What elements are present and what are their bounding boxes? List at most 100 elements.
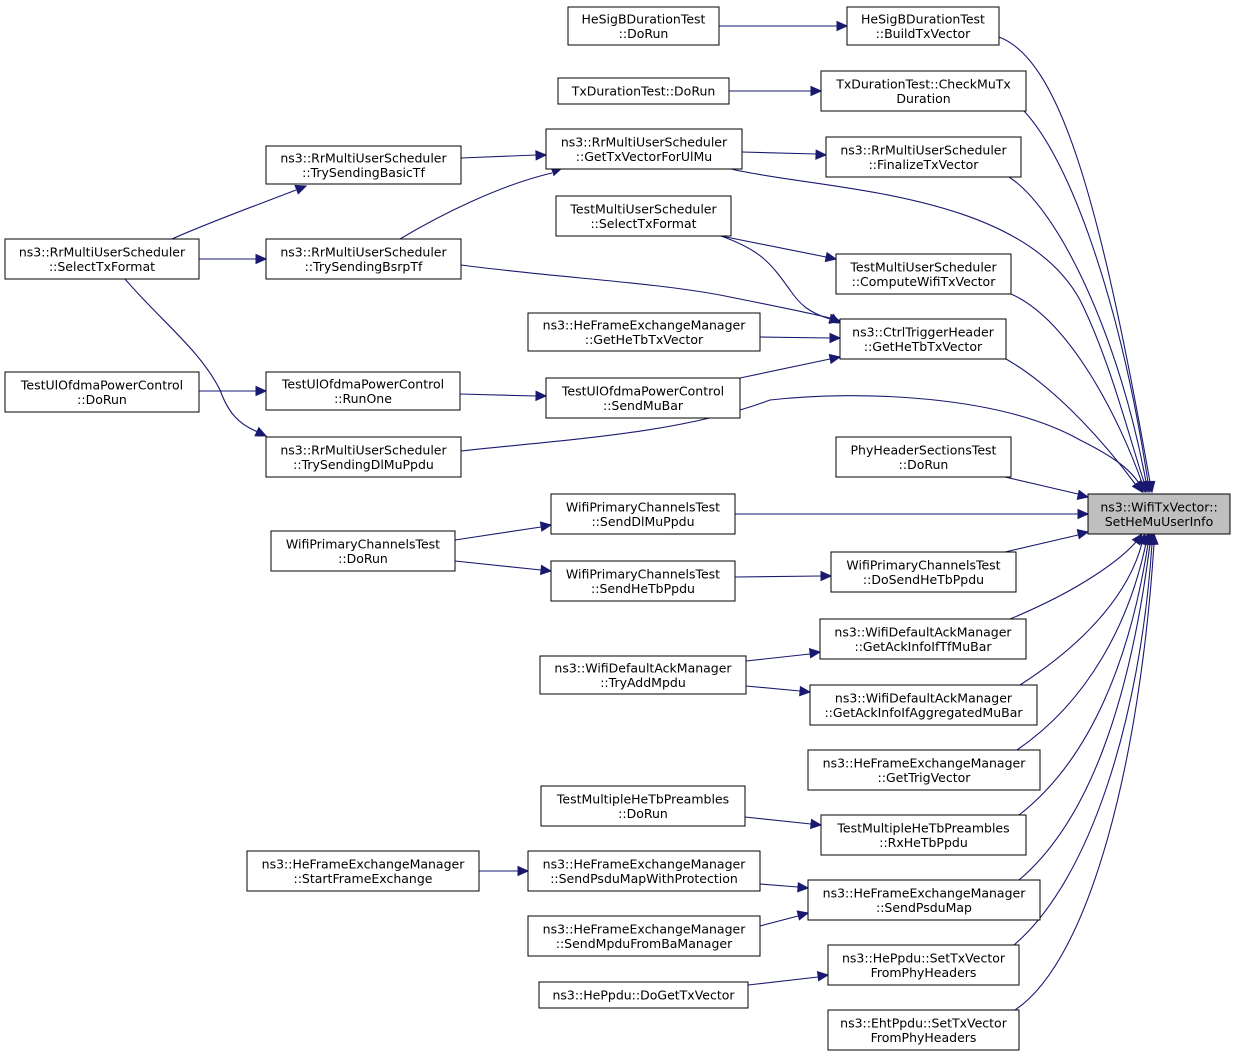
call-edge bbox=[171, 189, 297, 240]
node-label: ::SelectTxFormat bbox=[590, 216, 696, 231]
arrowhead-icon bbox=[829, 332, 842, 344]
node-box bbox=[265, 371, 461, 411]
caller-node[interactable]: ns3::RrMultiUserScheduler::TrySendingDlM… bbox=[265, 436, 462, 478]
arrowhead-icon bbox=[836, 20, 849, 32]
target-function-node[interactable]: ns3::WifiTxVector::SetHeMuUserInfo bbox=[1087, 493, 1231, 535]
caller-node[interactable]: TestMultiUserScheduler::ComputeWifiTxVec… bbox=[835, 253, 1012, 295]
node-box bbox=[538, 981, 749, 1009]
caller-node[interactable]: ns3::RrMultiUserScheduler::TrySendingBsr… bbox=[265, 238, 462, 280]
node-box bbox=[830, 551, 1017, 593]
node-box bbox=[835, 436, 1012, 478]
arrowhead-icon bbox=[810, 818, 823, 830]
node-label: ::DoRun bbox=[338, 551, 388, 566]
arrowhead-icon bbox=[255, 385, 268, 397]
caller-node[interactable]: ns3::RrMultiUserScheduler::SelectTxForma… bbox=[4, 238, 200, 280]
node-label: WifiPrimaryChannelsTest bbox=[286, 536, 440, 551]
caller-node[interactable]: TxDurationTest::DoRun bbox=[557, 77, 730, 105]
call-edge bbox=[1014, 543, 1155, 1011]
caller-node[interactable]: WifiPrimaryChannelsTest::DoSendHeTbPpdu bbox=[830, 551, 1017, 593]
call-edge bbox=[1009, 541, 1137, 620]
call-edge bbox=[759, 883, 799, 888]
call-edge bbox=[399, 172, 553, 240]
node-label: ns3::RrMultiUserScheduler bbox=[19, 244, 186, 259]
node-label: HeSigBDurationTest bbox=[582, 11, 706, 26]
node-label: ::DoRun bbox=[619, 26, 669, 41]
call-edge bbox=[454, 526, 542, 541]
call-edge bbox=[745, 685, 801, 692]
node-label: ::RxHeTbPpdu bbox=[879, 835, 968, 850]
call-edge bbox=[759, 915, 799, 927]
node-box bbox=[827, 944, 1020, 986]
arrowhead-icon bbox=[1076, 529, 1090, 540]
caller-node[interactable]: TestUlOfdmaPowerControl::DoRun bbox=[4, 371, 200, 413]
caller-node[interactable]: ns3::HeFrameExchangeManager::SendMpduFro… bbox=[527, 915, 761, 957]
caller-node[interactable]: HeSigBDurationTest::BuildTxVector bbox=[846, 6, 1000, 46]
caller-node[interactable]: ns3::HePpdu::DoGetTxVector bbox=[538, 981, 749, 1009]
node-box bbox=[846, 6, 1000, 46]
caller-node[interactable]: ns3::HeFrameExchangeManager::GetHeTbTxVe… bbox=[527, 312, 761, 352]
caller-node[interactable]: ns3::RrMultiUserScheduler::GetTxVectorFo… bbox=[545, 128, 743, 170]
caller-node[interactable]: ns3::WifiDefaultAckManager::GetAckInfoIf… bbox=[809, 684, 1038, 726]
caller-node[interactable]: ns3::RrMultiUserScheduler::FinalizeTxVec… bbox=[825, 136, 1022, 178]
node-box bbox=[807, 749, 1041, 791]
caller-node[interactable]: WifiPrimaryChannelsTest::SendHeTbPpdu bbox=[550, 560, 736, 602]
arrowhead-icon bbox=[1077, 508, 1090, 520]
caller-node[interactable]: HeSigBDurationTest::DoRun bbox=[567, 6, 720, 46]
node-label: ns3::WifiTxVector:: bbox=[1100, 499, 1217, 514]
arrowhead-icon bbox=[815, 149, 828, 160]
call-edge bbox=[1005, 358, 1137, 486]
node-label: ns3::WifiDefaultAckManager bbox=[834, 624, 1012, 639]
caller-node[interactable]: WifiPrimaryChannelsTest::SendDlMuPpdu bbox=[550, 493, 736, 535]
node-label: ns3::HePpdu::DoGetTxVector bbox=[552, 988, 735, 1003]
caller-node[interactable]: WifiPrimaryChannelsTest::DoRun bbox=[270, 530, 456, 572]
node-label: ::TryAddMpdu bbox=[600, 675, 686, 690]
caller-node[interactable]: TestMultiUserScheduler::SelectTxFormat bbox=[555, 195, 732, 237]
node-label: ns3::HeFrameExchangeManager bbox=[262, 856, 466, 871]
node-box bbox=[545, 377, 741, 419]
node-label: ::TrySendingDlMuPpdu bbox=[293, 457, 434, 472]
node-label: ::DoRun bbox=[618, 806, 668, 821]
caller-node[interactable]: TestMultipleHeTbPreambles::RxHeTbPpdu bbox=[820, 814, 1027, 856]
caller-node[interactable]: ns3::CtrlTriggerHeader::GetHeTbTxVector bbox=[839, 318, 1007, 360]
call-edge bbox=[998, 36, 1151, 483]
arrowhead-icon bbox=[1076, 489, 1090, 500]
node-label: WifiPrimaryChannelsTest bbox=[846, 557, 1000, 572]
node-label: ::DoRun bbox=[899, 457, 949, 472]
caller-node[interactable]: ns3::WifiDefaultAckManager::TryAddMpdu bbox=[539, 655, 747, 695]
node-label: TestUlOfdmaPowerControl bbox=[561, 383, 724, 398]
node-label: ns3::HeFrameExchangeManager bbox=[823, 755, 1027, 770]
caller-node[interactable]: ns3::HeFrameExchangeManager::StartFrameE… bbox=[246, 850, 480, 892]
call-edge bbox=[759, 336, 831, 339]
caller-node[interactable]: TestUlOfdmaPowerControl::SendMuBar bbox=[545, 377, 741, 419]
caller-node[interactable]: ns3::HeFrameExchangeManager::GetTrigVect… bbox=[807, 749, 1041, 791]
node-box bbox=[567, 6, 720, 46]
caller-node[interactable]: ns3::HeFrameExchangeManager::SendPsduMap… bbox=[527, 850, 761, 892]
node-box bbox=[557, 77, 730, 105]
node-box bbox=[527, 312, 761, 352]
node-box bbox=[265, 238, 462, 280]
node-box bbox=[835, 253, 1012, 295]
call-edge bbox=[730, 168, 1145, 483]
caller-node[interactable]: ns3::HeFrameExchangeManager::SendPsduMap bbox=[807, 879, 1041, 921]
node-label: ns3::CtrlTriggerHeader bbox=[852, 324, 995, 339]
node-box bbox=[4, 238, 200, 280]
node-box bbox=[555, 195, 732, 237]
caller-node[interactable]: PhyHeaderSectionsTest::DoRun bbox=[835, 436, 1012, 478]
caller-node[interactable]: ns3::RrMultiUserScheduler::TrySendingBas… bbox=[265, 145, 462, 185]
node-label: TxDurationTest::DoRun bbox=[571, 84, 716, 99]
node-box bbox=[527, 915, 761, 957]
node-box bbox=[807, 879, 1041, 921]
node-label: ::GetHeTbTxVector bbox=[864, 339, 983, 354]
call-edge bbox=[745, 653, 811, 662]
call-edge bbox=[744, 816, 812, 825]
nodes: HeSigBDurationTest::DoRunHeSigBDurationT… bbox=[4, 6, 1231, 1051]
caller-node[interactable]: ns3::WifiDefaultAckManager::GetAckInfoIf… bbox=[819, 618, 1027, 660]
node-label: TestMultipleHeTbPreambles bbox=[836, 820, 1009, 835]
caller-node[interactable]: TestUlOfdmaPowerControl::RunOne bbox=[265, 371, 461, 411]
node-label: ns3::HeFrameExchangeManager bbox=[823, 885, 1027, 900]
arrowhead-icon bbox=[1131, 480, 1143, 493]
caller-node[interactable]: TestMultipleHeTbPreambles::DoRun bbox=[540, 785, 746, 827]
